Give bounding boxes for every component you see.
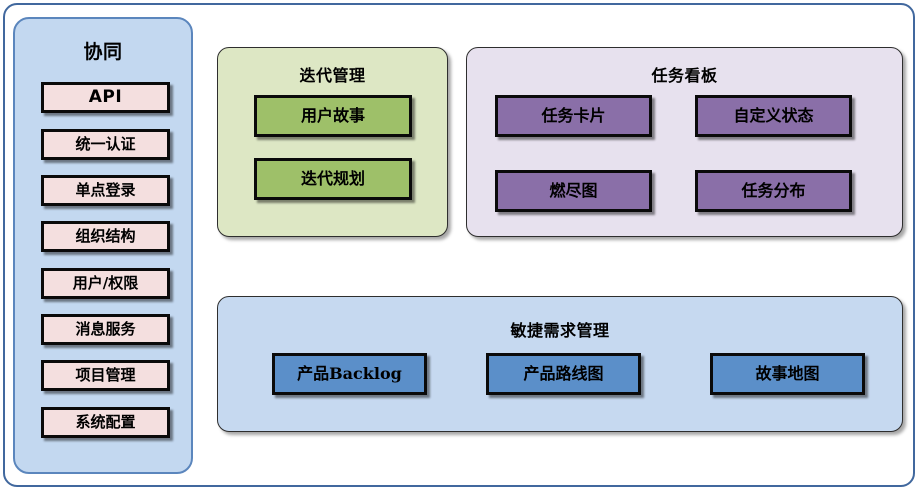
sidebar-item-project-management[interactable]: 项目管理 xyxy=(41,360,170,391)
panel-task-board-title: 任务看板 xyxy=(651,66,718,85)
taskboard-item-burndown-chart[interactable]: 燃尽图 xyxy=(495,170,652,212)
iteration-item-iteration-planning[interactable]: 迭代规划 xyxy=(254,158,412,200)
taskboard-item-burndown-chart-label: 燃尽图 xyxy=(549,181,598,200)
sidebar-item-unified-auth-label: 统一认证 xyxy=(75,135,136,153)
sidebar-item-message-service[interactable]: 消息服务 xyxy=(41,314,170,345)
taskboard-item-task-distribution[interactable]: 任务分布 xyxy=(695,170,852,212)
sidebar-item-system-config[interactable]: 系统配置 xyxy=(41,407,170,438)
agile-item-story-map[interactable]: 故事地图 xyxy=(710,353,865,395)
agile-item-product-backlog[interactable]: 产品Backlog xyxy=(272,353,427,395)
taskboard-item-custom-status-label: 自定义状态 xyxy=(733,106,814,125)
iteration-item-user-story[interactable]: 用户故事 xyxy=(254,95,412,137)
panel-collaboration: 协同 API 统一认证 单点登录 组织结构 用户/权限 消息服务 项目管理 系统… xyxy=(13,17,193,474)
panel-collaboration-title: 协同 xyxy=(83,41,123,63)
sidebar-item-sso-label: 单点登录 xyxy=(75,181,136,199)
taskboard-item-task-card[interactable]: 任务卡片 xyxy=(495,95,652,137)
agile-item-product-backlog-label: 产品Backlog xyxy=(297,364,402,383)
sidebar-item-sso[interactable]: 单点登录 xyxy=(41,175,170,206)
panel-iteration-management-title: 迭代管理 xyxy=(299,66,366,85)
sidebar-item-system-config-label: 系统配置 xyxy=(75,413,136,431)
panel-task-board: 任务看板 任务卡片 自定义状态 燃尽图 任务分布 xyxy=(466,47,903,237)
iteration-item-iteration-planning-label: 迭代规划 xyxy=(300,169,365,188)
sidebar-item-message-service-label: 消息服务 xyxy=(75,320,136,338)
sidebar-item-unified-auth[interactable]: 统一认证 xyxy=(41,129,170,160)
agile-item-product-roadmap[interactable]: 产品路线图 xyxy=(486,353,641,395)
sidebar-item-org-structure-label: 组织结构 xyxy=(75,227,136,245)
taskboard-item-task-card-label: 任务卡片 xyxy=(541,106,606,125)
agile-item-story-map-label: 故事地图 xyxy=(755,364,820,383)
taskboard-item-custom-status[interactable]: 自定义状态 xyxy=(695,95,852,137)
sidebar-item-api-label: API xyxy=(88,87,123,107)
panel-agile-requirements-title: 敏捷需求管理 xyxy=(510,321,610,340)
agile-item-product-roadmap-label: 产品路线图 xyxy=(523,364,604,383)
panel-agile-requirements: 敏捷需求管理 产品Backlog 产品路线图 故事地图 xyxy=(217,296,903,432)
sidebar-item-user-permission-label: 用户/权限 xyxy=(72,274,139,292)
iteration-item-user-story-label: 用户故事 xyxy=(300,106,365,125)
taskboard-item-task-distribution-label: 任务分布 xyxy=(741,181,806,200)
sidebar-item-org-structure[interactable]: 组织结构 xyxy=(41,221,170,252)
panel-iteration-management: 迭代管理 用户故事 迭代规划 xyxy=(217,47,448,237)
sidebar-item-user-permission[interactable]: 用户/权限 xyxy=(41,268,170,299)
sidebar-item-project-management-label: 项目管理 xyxy=(75,366,136,384)
sidebar-item-api[interactable]: API xyxy=(41,82,170,113)
